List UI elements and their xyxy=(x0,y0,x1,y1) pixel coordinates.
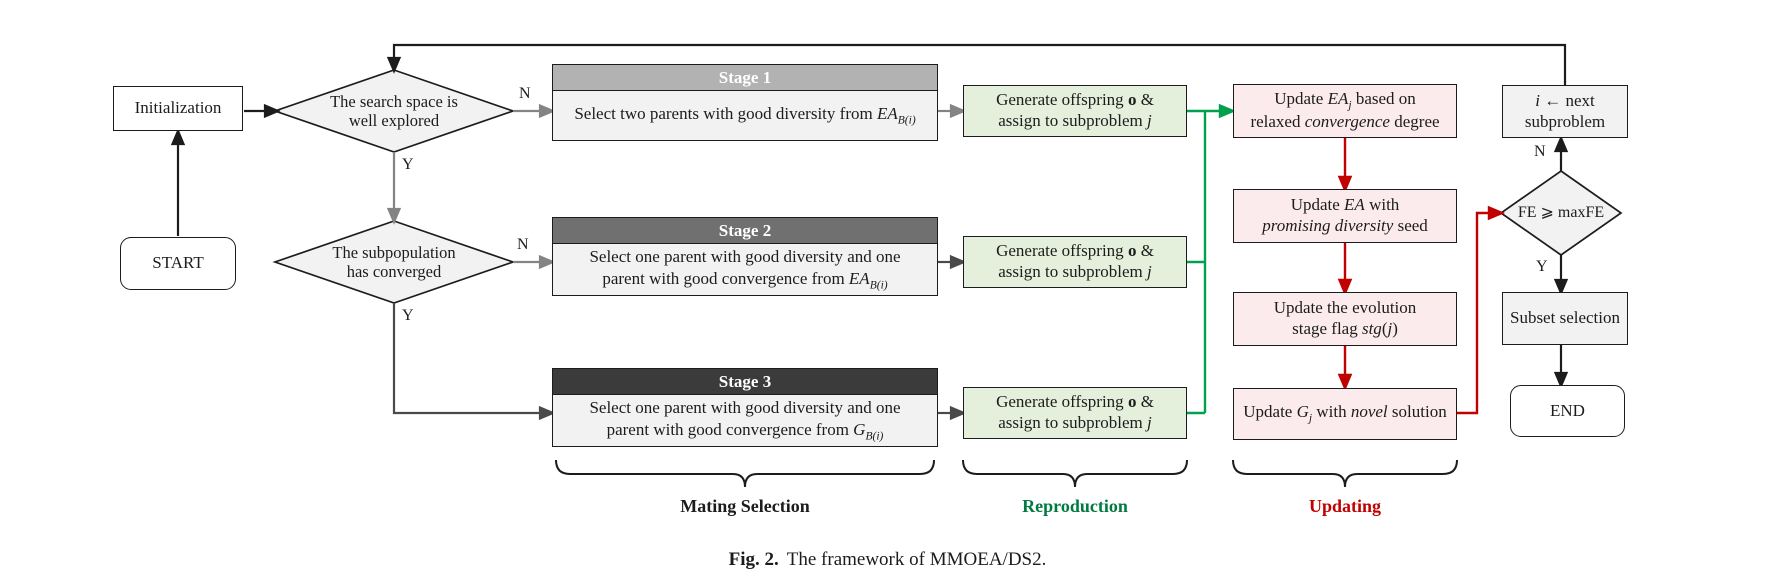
updating-label: Updating xyxy=(1308,496,1382,516)
stage1-body: Select two parents with good diversity f… xyxy=(574,104,916,127)
arrowhead-right-icon xyxy=(263,103,281,119)
update-ea-box: Update EA with promising diversity seed xyxy=(1233,189,1457,243)
initialization-box: Initialization xyxy=(113,86,243,131)
diamond2-y-elbow-arrow xyxy=(392,303,543,415)
loop-back-arrow xyxy=(392,43,1567,85)
stage3-header-label: Stage 3 xyxy=(718,371,772,391)
braces xyxy=(555,459,1458,488)
arrowhead-down-icon xyxy=(1553,371,1569,389)
black-arrows xyxy=(170,43,1569,389)
stage2-box: Stage 2 Select one parent with good dive… xyxy=(552,217,938,296)
stage3-body: Select one parent with good diversity an… xyxy=(589,398,901,443)
subpopulation-converged-diamond: The subpopulation has converged xyxy=(294,237,494,287)
mating-selection-label: Mating Selection xyxy=(680,496,810,516)
update-ea-j-box: Update EAj based on relaxed convergence … xyxy=(1233,84,1457,138)
search-diamond-line1: The search space is xyxy=(330,91,458,111)
start-label: START xyxy=(152,253,204,273)
offspring-box-1: Generate offspring o & assign to subprob… xyxy=(963,85,1187,137)
figure-caption: Fig. 2. The framework of MMOEA/DS2. xyxy=(0,549,1775,571)
converged-diamond-line2: has converged xyxy=(346,262,442,281)
offspring-box-2: Generate offspring o & assign to subprob… xyxy=(963,236,1187,288)
fe-check-label: FE ⩾ maxFE xyxy=(1517,203,1605,221)
subset-selection-label: Subset selection xyxy=(1509,308,1620,328)
updating-arrows xyxy=(1337,138,1506,415)
stage1-box: Stage 1 Select two parents with good div… xyxy=(552,64,938,141)
label-y-diamond2: Y xyxy=(402,307,414,324)
caption-text: The framework of MMOEA/DS2. xyxy=(786,549,1047,570)
offspring-box-3: Generate offspring o & assign to subprob… xyxy=(963,387,1187,439)
stage1-header: Stage 1 xyxy=(553,65,937,91)
label-n-diamond1: N xyxy=(519,85,531,102)
arrowhead-down-icon xyxy=(1553,278,1569,296)
search-explored-diamond: The search space is well explored xyxy=(294,86,494,136)
end-label: END xyxy=(1550,400,1585,420)
stage2-body: Select one parent with good diversity an… xyxy=(589,247,901,292)
caption-prefix: Fig. 2. xyxy=(728,549,779,570)
arrowhead-down-icon xyxy=(386,56,402,74)
update-g-j-box: Update Gj with novel solution xyxy=(1233,388,1457,440)
reproduction-label: Reproduction xyxy=(1022,496,1128,516)
stage1-header-label: Stage 1 xyxy=(718,67,772,87)
update-stage-flag-box: Update the evolution stage flag stg(j) xyxy=(1233,292,1457,346)
label-y-diamond1: Y xyxy=(402,156,414,173)
subset-selection-box: Subset selection xyxy=(1502,292,1628,345)
updating-brace xyxy=(1232,459,1458,488)
search-diamond-line2: well explored xyxy=(348,111,440,130)
dark-gray-arrows xyxy=(392,254,967,421)
next-subproblem-box: i ← next subproblem xyxy=(1502,85,1628,138)
label-n-diamond2: N xyxy=(517,236,529,253)
stage2-header-label: Stage 2 xyxy=(718,220,772,240)
arrowhead-up-icon xyxy=(1553,135,1569,153)
stage3-box: Stage 3 Select one parent with good dive… xyxy=(552,368,938,447)
initialization-label: Initialization xyxy=(134,98,222,118)
converged-diamond-line1: The subpopulation xyxy=(332,242,456,262)
fe-maxfe-diamond: FE ⩾ maxFE xyxy=(1502,198,1620,228)
label-y-fe-diamond: Y xyxy=(1536,258,1548,275)
gray-arrows xyxy=(386,103,967,270)
arrowhead-up-icon xyxy=(170,128,186,146)
mating-selection-brace xyxy=(555,459,935,488)
start-box: START xyxy=(120,237,236,290)
stage2-header: Stage 2 xyxy=(553,218,937,244)
reproduction-brace xyxy=(962,459,1188,488)
update4-to-fe-elbow-arrow xyxy=(1457,211,1492,415)
label-n-fe-diamond: N xyxy=(1534,143,1546,160)
stage3-header: Stage 3 xyxy=(553,369,937,395)
end-box: END xyxy=(1510,385,1625,437)
reproduction-arrows xyxy=(1187,103,1237,415)
